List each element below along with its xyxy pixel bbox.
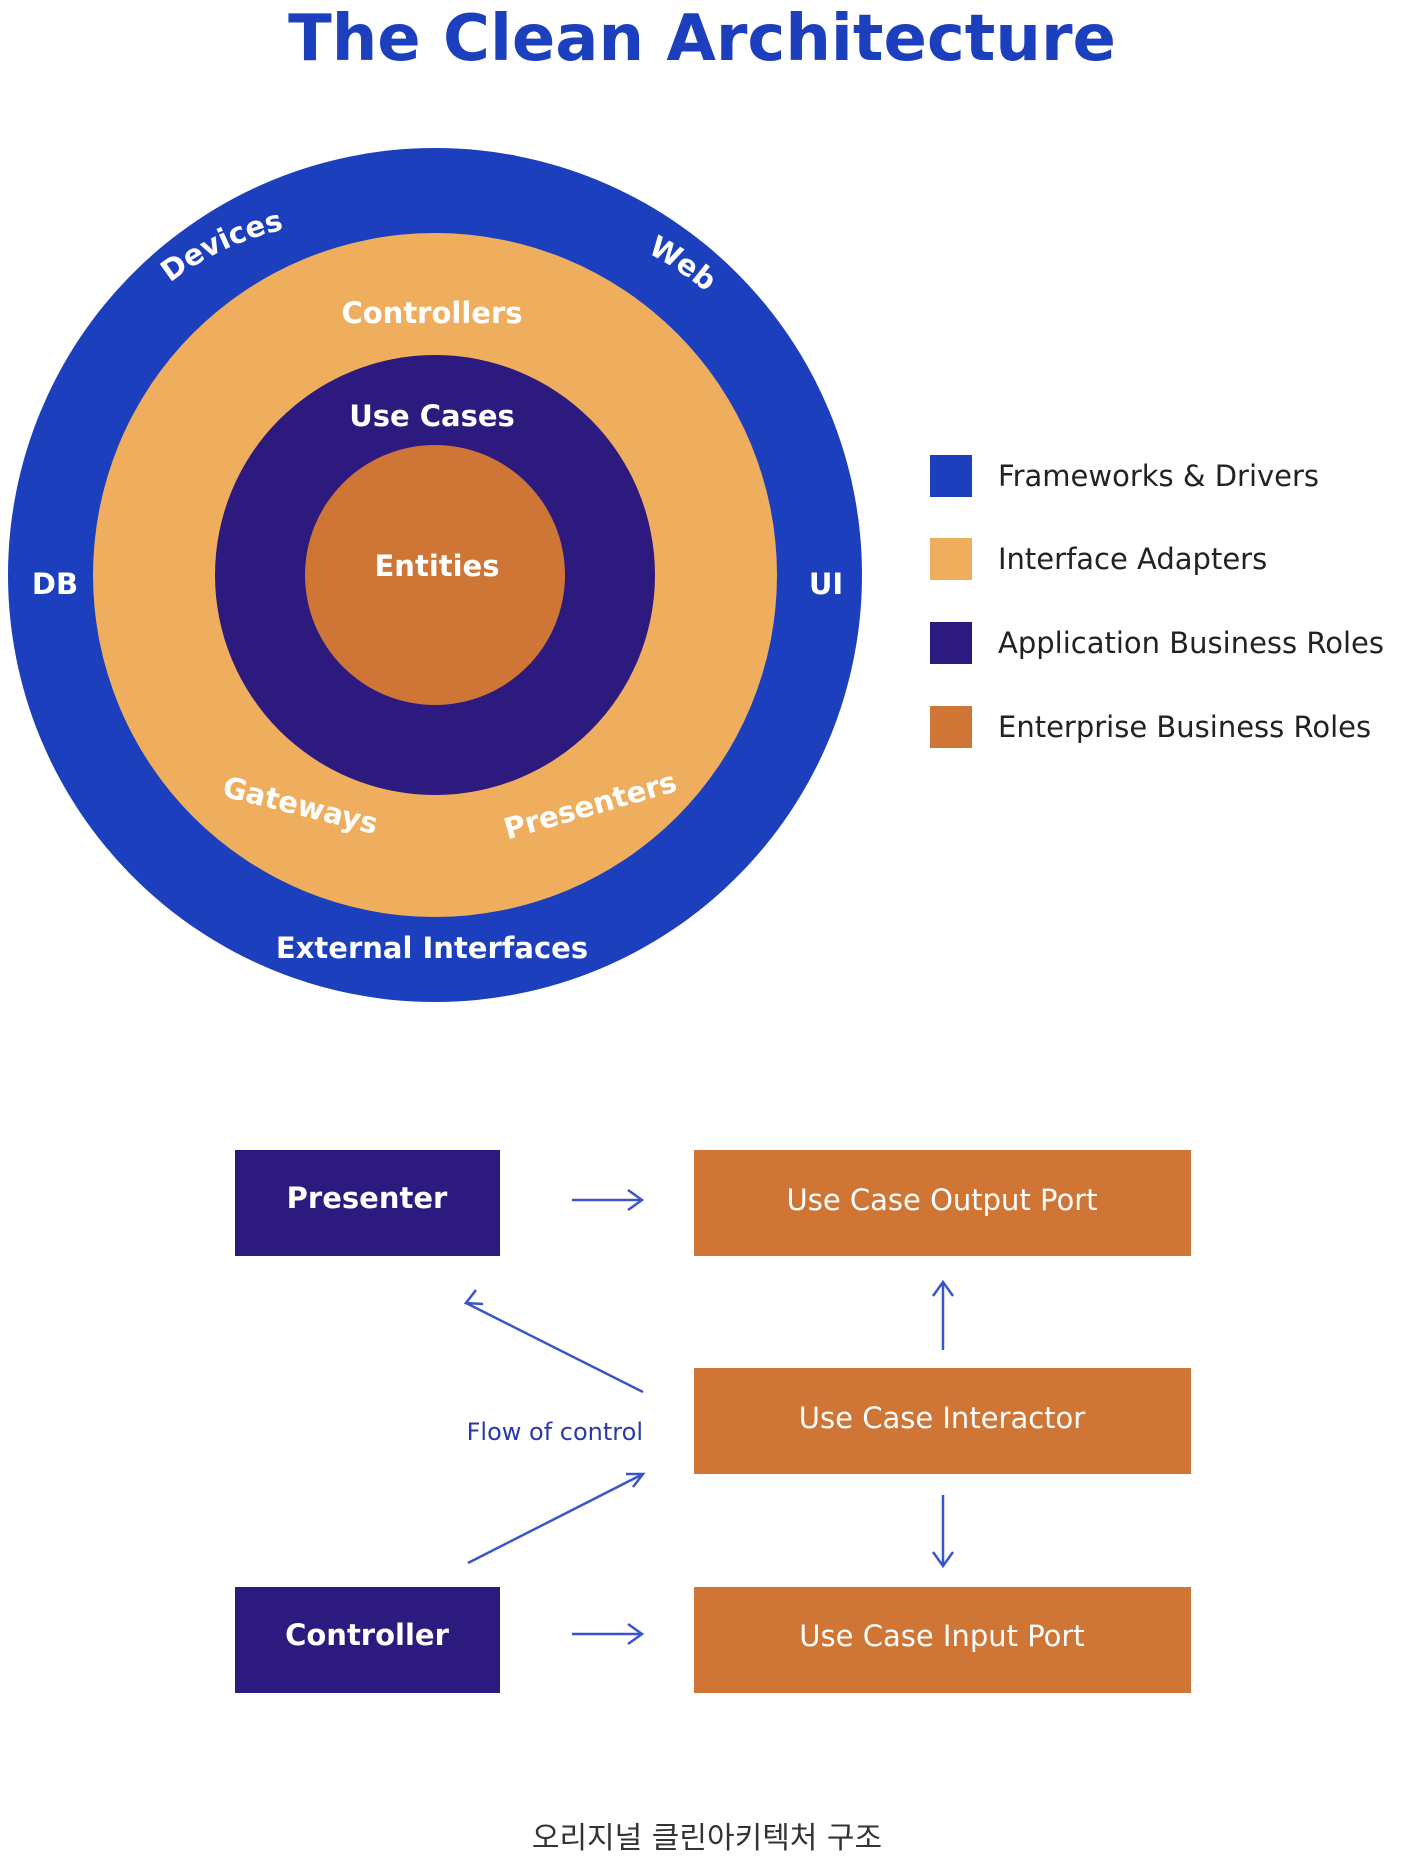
presenter-box-label: Presenter (287, 1181, 448, 1215)
enterprise-core (305, 445, 565, 705)
arrow-interactor-to-input (931, 1495, 955, 1569)
interactor-box (694, 1368, 1191, 1474)
controller-box (235, 1587, 500, 1693)
legend: Frameworks & Drivers Interface Adapters … (930, 455, 1384, 748)
arrow-controller-to-input (572, 1622, 645, 1646)
legend-swatch-adapters (930, 538, 972, 580)
arrow-interactor-to-output (931, 1279, 955, 1350)
ring-label-entities: Entities (375, 549, 500, 583)
legend-label-enterprise: Enterprise Business Roles (998, 710, 1371, 744)
arrow-presenter-to-output (572, 1188, 645, 1212)
onion-diagram: Devices Web DB UI External Interfaces Co… (8, 148, 862, 1002)
legend-swatch-application (930, 622, 972, 664)
legend-label-adapters: Interface Adapters (998, 542, 1267, 576)
ring-label-db: DB (32, 567, 78, 601)
arrow-flow-interactor-to-presenter (463, 1289, 644, 1394)
legend-swatch-frameworks (930, 455, 972, 497)
interactor-box-label: Use Case Interactor (799, 1401, 1085, 1435)
flow-diagram: Presenter Use Case Output Port Use Case … (235, 1150, 1191, 1693)
input-port-box-label: Use Case Input Port (799, 1619, 1084, 1653)
presenter-box (235, 1150, 500, 1256)
legend-label-application: Application Business Roles (998, 626, 1384, 660)
page-title: The Clean Architecture (288, 2, 1116, 76)
output-port-box-label: Use Case Output Port (786, 1183, 1097, 1217)
legend-label-frameworks: Frameworks & Drivers (998, 459, 1319, 493)
ring-label-use-cases: Use Cases (349, 399, 515, 433)
ring-label-controllers: Controllers (341, 296, 522, 330)
flow-of-control-label: Flow of control (467, 1418, 643, 1446)
controller-box-label: Controller (285, 1618, 449, 1652)
ring-label-external-interfaces: External Interfaces (276, 931, 588, 965)
arrow-flow-controller-to-interactor (467, 1472, 646, 1565)
input-port-box (694, 1587, 1191, 1693)
output-port-box (694, 1150, 1191, 1256)
legend-swatch-enterprise (930, 706, 972, 748)
figure-caption: 오리지널 클린아키텍처 구조 (532, 1821, 882, 1856)
ring-label-ui: UI (809, 567, 843, 601)
